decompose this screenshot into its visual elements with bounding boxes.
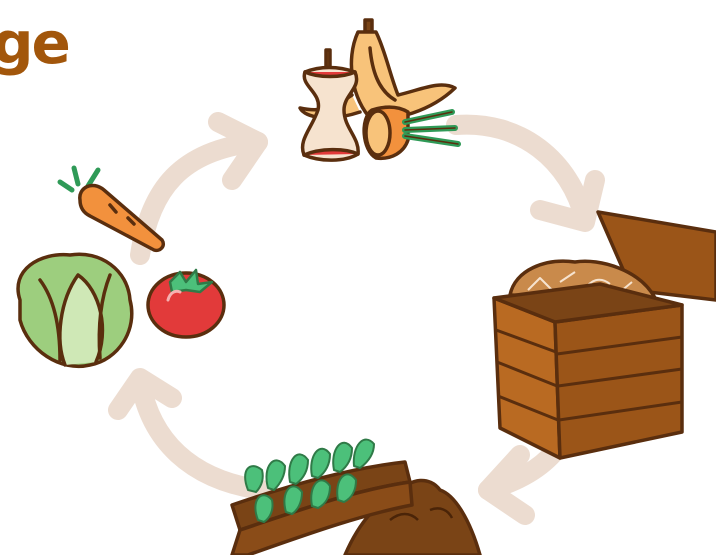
- carrot-icon: [57, 165, 166, 253]
- food-scraps-icon: [298, 18, 461, 162]
- vegetables-icon: [16, 165, 226, 368]
- soil-and-plants-icon: [230, 438, 482, 555]
- page-title-fragment: ge: [0, 9, 71, 77]
- cycle-arrow-top-right: [446, 114, 605, 232]
- cycle-arrow-bottom-left: [108, 368, 272, 500]
- lettuce-icon: [16, 252, 134, 368]
- compost-bin-icon: [492, 210, 716, 460]
- tomato-icon: [146, 268, 226, 339]
